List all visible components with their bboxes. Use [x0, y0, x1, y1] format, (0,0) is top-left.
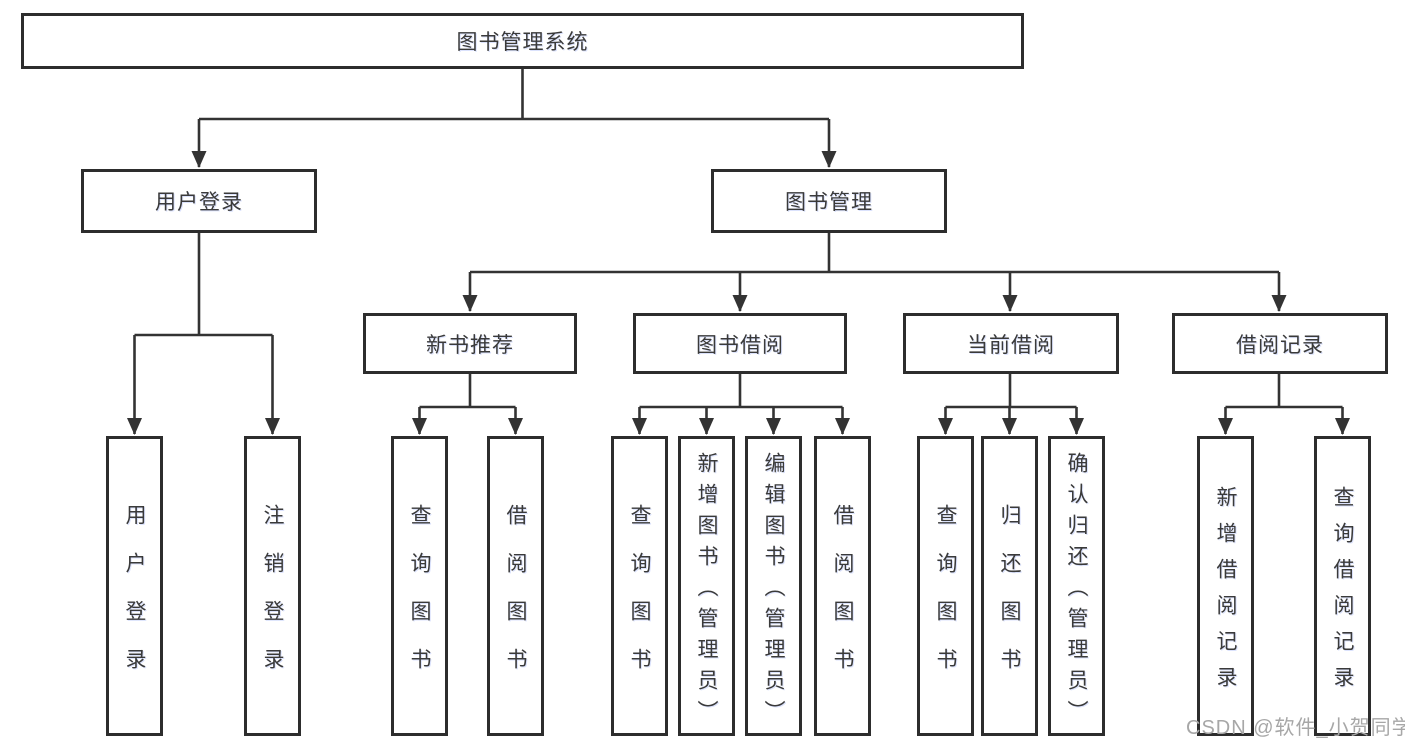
- node-borrowing-records: 借阅记录: [1172, 313, 1388, 374]
- leaf-label: 归还图书: [998, 503, 1021, 696]
- leaf-label: 查询图书: [934, 503, 957, 696]
- leaf-label: 编辑图书（管理员）: [762, 451, 785, 731]
- node-leaf-rec-query-book: 查询图书: [391, 436, 448, 736]
- node-leaf-user-login: 用户登录: [106, 436, 163, 736]
- leaf-label: 查询图书: [408, 503, 431, 696]
- leaf-label: 借阅图书: [831, 503, 854, 696]
- leaf-label: 新增借阅记录: [1214, 485, 1237, 702]
- leaf-label: 借阅图书: [504, 503, 527, 696]
- node-leaf-br-add-record: 新增借阅记录: [1197, 436, 1254, 736]
- node-leaf-bb-borrow-book: 借阅图书: [814, 436, 871, 736]
- leaf-label: 注销登录: [261, 503, 284, 696]
- connector-user-login-to-leaves: [127, 233, 280, 435]
- node-leaf-bb-edit-book-admin: 编辑图书（管理员）: [745, 436, 802, 736]
- node-book-borrowing: 图书借阅: [633, 313, 847, 374]
- connector-new-book-rec-to-leaves: [412, 374, 523, 435]
- node-leaf-rec-borrow-book: 借阅图书: [487, 436, 544, 736]
- node-root-system: 图书管理系统: [21, 13, 1024, 69]
- node-book-management: 图书管理: [711, 169, 947, 233]
- connector-book-borrow-to-leaves: [632, 374, 850, 435]
- node-new-book-recommendation: 新书推荐: [363, 313, 577, 374]
- leaf-label: 查询图书: [628, 503, 651, 696]
- node-leaf-cb-return-book: 归还图书: [981, 436, 1038, 736]
- node-leaf-bb-query-book: 查询图书: [611, 436, 668, 736]
- node-user-login: 用户登录: [81, 169, 317, 233]
- leaf-label: 新增图书（管理员）: [695, 451, 718, 731]
- node-leaf-logout: 注销登录: [244, 436, 301, 736]
- node-leaf-br-query-record: 查询借阅记录: [1314, 436, 1371, 736]
- node-leaf-bb-add-book-admin: 新增图书（管理员）: [678, 436, 735, 736]
- leaf-label: 确认归还（管理员）: [1065, 451, 1088, 731]
- node-leaf-cb-query-book: 查询图书: [917, 436, 974, 736]
- leaf-label: 查询借阅记录: [1331, 485, 1354, 702]
- node-current-borrowing: 当前借阅: [903, 313, 1119, 374]
- connector-book-mgmt-to-level3: [462, 233, 1287, 312]
- connector-borrow-records-to-leaves: [1218, 374, 1350, 435]
- leaf-label: 用户登录: [123, 503, 146, 696]
- csdn-watermark: CSDN @软件_小贺同学: [1186, 717, 1405, 739]
- connector-current-borrow-to-leaves: [938, 374, 1084, 435]
- node-leaf-cb-confirm-return-admin: 确认归还（管理员）: [1048, 436, 1105, 736]
- connector-root-to-level2: [191, 69, 837, 168]
